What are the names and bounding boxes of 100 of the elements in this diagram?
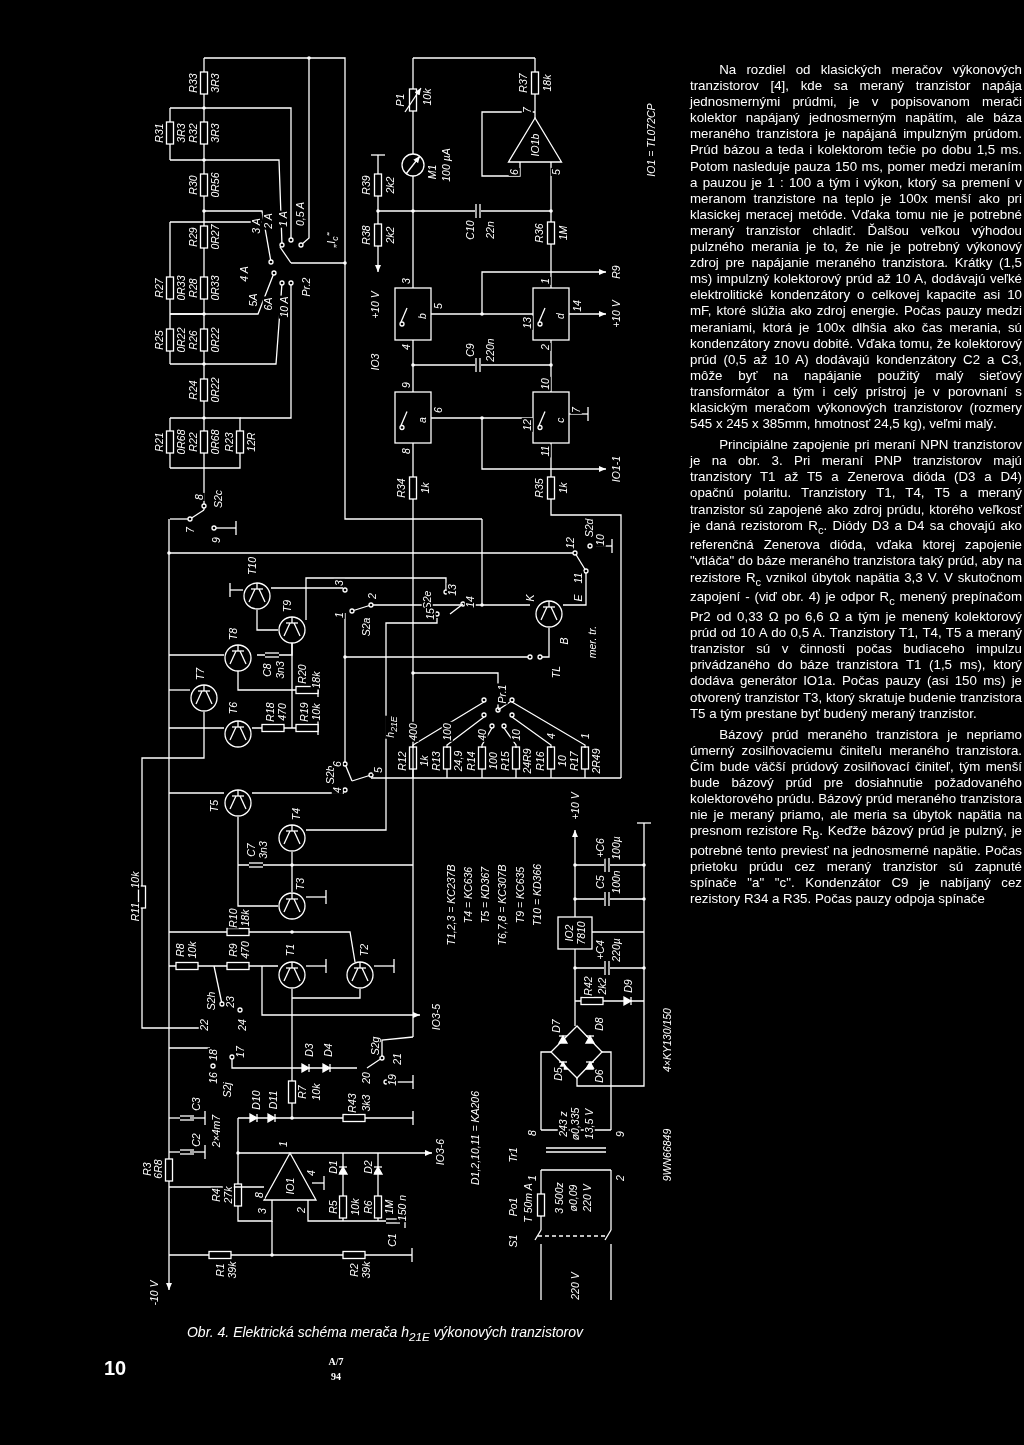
component-label: T4 — [290, 806, 302, 822]
component-label: D8 — [593, 1016, 605, 1032]
component-label: IO3 — [369, 352, 381, 372]
component-label: S2j — [221, 1081, 233, 1099]
component-label: R39 — [360, 174, 372, 196]
component-label: R25 — [153, 329, 165, 351]
component-label: S2d — [583, 517, 595, 539]
component-label: D4 — [322, 1042, 334, 1058]
component-label: 0R33 — [175, 274, 187, 302]
component-label: 24,9 — [452, 749, 464, 773]
component-label: 4×KY130/150 — [661, 1007, 673, 1073]
component-label: 18k — [239, 908, 251, 928]
component-label: 3 — [256, 1207, 268, 1215]
component-label: 24R9 — [521, 747, 533, 775]
component-label: 3n3 — [257, 840, 269, 860]
component-label: 3R3 — [209, 72, 221, 94]
component-label: 10 — [539, 377, 551, 391]
component-label: C2 — [190, 1132, 202, 1148]
component-label: 11 — [539, 444, 551, 458]
component-label: S2h — [205, 990, 217, 1012]
component-label: R34 — [395, 477, 407, 499]
component-label: R32 — [187, 122, 199, 144]
component-label: 220 V — [569, 1271, 581, 1301]
component-label: 4 — [545, 732, 557, 740]
component-label: 22n — [484, 220, 496, 240]
component-label: 1k — [419, 481, 431, 495]
component-label: T9 — [281, 598, 293, 614]
component-label: 16 — [207, 1071, 219, 1085]
component-label: T5 = KD367 — [479, 865, 491, 925]
component-label: D10 — [250, 1089, 262, 1111]
component-label: 10k — [349, 1197, 361, 1217]
component-label: 6 — [508, 168, 520, 176]
component-label: R6 — [362, 1199, 374, 1215]
component-label: T10 = KD366 — [531, 862, 543, 928]
component-label: T6 — [227, 700, 239, 716]
component-label: D1,2,10,11 = KA206 — [469, 1089, 481, 1187]
component-label: R23 — [223, 431, 235, 453]
component-label: D1 — [327, 1159, 339, 1175]
component-label: 14 — [464, 595, 476, 609]
component-label: C8 — [261, 662, 273, 678]
component-label: R36 — [533, 222, 545, 244]
component-label: 8 — [526, 1129, 538, 1137]
component-label: 6R8 — [152, 1158, 164, 1180]
issue-number: 94 — [331, 1370, 341, 1382]
component-label: IO1 — [284, 1176, 296, 1196]
component-label: R19 — [298, 701, 310, 723]
component-label: b — [416, 312, 428, 320]
component-label: 1 — [579, 732, 591, 740]
component-label: R15 — [499, 750, 511, 772]
component-label: 0R56 — [209, 171, 221, 199]
component-label: 2k2 — [384, 225, 396, 245]
component-label: R12 — [396, 750, 408, 772]
component-label: 2R49 — [590, 747, 602, 775]
component-label: mer. tr. — [586, 624, 598, 660]
component-label: 0R68 — [175, 428, 187, 456]
component-label: 18k — [541, 73, 553, 93]
component-label: 470 — [239, 940, 251, 960]
component-label: R2 — [348, 1262, 360, 1278]
component-label: T4 = KC636 — [462, 865, 474, 925]
component-label: 8 — [400, 447, 412, 455]
component-label: 24 — [236, 1018, 248, 1032]
component-label: R42 — [582, 975, 594, 997]
component-label: R35 — [533, 477, 545, 499]
component-label: D2 — [362, 1159, 374, 1175]
component-label: -10 V — [148, 1279, 160, 1307]
component-label: 10k — [186, 940, 198, 960]
component-label: ø0,335 — [569, 1106, 581, 1142]
component-label: 12 — [564, 536, 576, 550]
component-label: R21 — [153, 431, 165, 453]
component-label: 13 — [446, 583, 458, 597]
component-label: 22 — [198, 1018, 210, 1032]
component-label: 2×4m7 — [210, 1113, 222, 1149]
component-label: 6A — [262, 296, 274, 312]
component-label: 7 — [521, 106, 533, 114]
component-label: TL — [550, 664, 562, 680]
component-label: 220µ — [610, 937, 622, 963]
component-label: 11 — [572, 571, 584, 585]
component-label: 3k3 — [360, 1093, 372, 1113]
component-label: 400 — [407, 722, 419, 742]
component-label: 10 A — [278, 295, 290, 319]
component-label: 12 — [521, 418, 533, 432]
component-label: 3 500z — [553, 1181, 565, 1215]
component-label: R13 — [430, 750, 442, 772]
component-label: 2 — [366, 592, 378, 600]
component-label: 243 z — [557, 1110, 569, 1138]
component-label: Pr.1 — [496, 683, 508, 705]
page-number: 10 — [103, 1356, 127, 1380]
component-label: D11 — [267, 1089, 279, 1111]
component-label: 1k — [418, 754, 430, 768]
component-label: T9 = KC635 — [514, 865, 526, 925]
component-label: 14 — [571, 299, 583, 313]
component-label: 9 — [400, 381, 412, 389]
component-label: 100 — [487, 751, 499, 771]
component-label: 20 — [360, 1071, 372, 1085]
component-label: 40 — [476, 728, 488, 742]
component-label: 27k — [222, 1185, 234, 1205]
component-label: T1,2,3 = KC237B — [445, 863, 457, 947]
component-label: R9 — [227, 942, 239, 958]
component-label: R4 — [210, 1187, 222, 1203]
component-label: IO1-1 — [610, 454, 622, 484]
